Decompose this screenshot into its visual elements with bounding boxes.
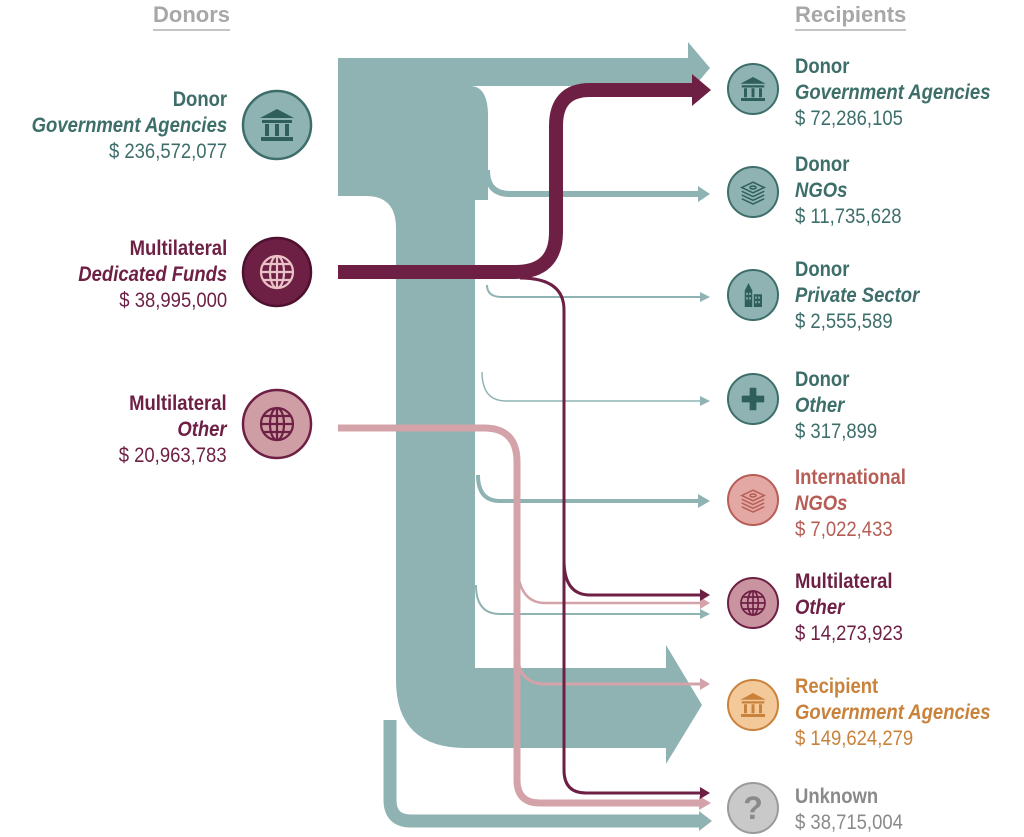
arrow-to-multilateral-other-plum <box>700 589 710 601</box>
arrow-to-donor-ngos <box>698 186 710 202</box>
donor-funds-line2: Dedicated Funds <box>78 263 227 286</box>
recipient-ml-other-line2: Other <box>795 596 845 619</box>
recipient-gov-amount: $ 149,624,279 <box>795 727 914 750</box>
recipient-ml-other-label: Multilateral Other $ 14,273,923 <box>795 569 903 647</box>
arrow-to-multilateral-other-rose <box>700 597 710 609</box>
donor-gov-amount: $ 236,572,077 <box>108 140 227 163</box>
recipient-donor-gov-line1: Donor <box>795 55 850 78</box>
recipient-gov-node <box>727 679 779 731</box>
flow-ml-other-to-multilateral-other <box>515 559 702 605</box>
recipients-column-header: Recipients <box>795 2 907 31</box>
recipient-donor-other-label: Donor Other $ 317,899 <box>795 367 877 445</box>
donor-gov-line2: Government Agencies <box>31 114 227 137</box>
recipient-intl-ngos-line2: NGOs <box>795 492 848 515</box>
recipient-ml-other-node <box>727 577 779 629</box>
globe-icon <box>259 406 295 442</box>
flow-donor-gov-to-multilateral-other <box>475 584 702 615</box>
arrow-to-donor-gov-plum <box>692 74 711 106</box>
recipient-unknown-node: ? <box>727 782 779 834</box>
donor-funds-line1: Multilateral <box>129 237 227 260</box>
recipient-unknown-amount: $ 38,715,004 <box>795 811 903 834</box>
arrow-to-unknown-rose <box>699 796 711 810</box>
recipient-intl-ngos-line1: International <box>795 466 906 489</box>
recipient-donor-gov-line2: Government Agencies <box>795 81 991 104</box>
money-stack-icon <box>741 489 765 513</box>
recipient-gov-label: Recipient Government Agencies $ 149,624,… <box>795 674 990 752</box>
arrow-to-intl-ngos <box>698 494 710 508</box>
recipient-intl-ngos-label: International NGOs $ 7,022,433 <box>795 465 906 543</box>
flow-donor-gov-trunk <box>338 42 710 764</box>
donor-ml-other-label: Multilateral Other $ 20,963,783 <box>119 391 227 469</box>
donor-gov-node <box>241 89 313 161</box>
recipient-donor-other-line1: Donor <box>795 368 850 391</box>
arrow-to-donor-other <box>700 396 710 406</box>
flow-ml-funds-to-multilateral-other <box>562 559 702 597</box>
recipient-unknown-line1: Unknown <box>795 785 879 808</box>
flow-ml-funds-to-donor-gov <box>338 83 694 279</box>
recipient-private-line2: Private Sector <box>795 284 920 307</box>
donor-funds-amount: $ 38,995,000 <box>119 289 227 312</box>
donor-gov-label: Donor Government Agencies $ 236,572,077 <box>32 87 227 165</box>
flow-donor-gov-to-private <box>486 284 702 298</box>
recipient-private-label: Donor Private Sector $ 2,555,589 <box>795 257 919 335</box>
recipient-gov-line2: Government Agencies <box>795 701 991 724</box>
recipient-gov-line1: Recipient <box>795 675 879 698</box>
donor-gov-line1: Donor <box>172 88 227 111</box>
donor-ml-other-amount: $ 20,963,783 <box>119 444 227 467</box>
recipient-donor-other-line2: Other <box>795 394 845 417</box>
flow-donor-gov-to-donor-ngos <box>484 169 700 197</box>
arrow-to-recipient-gov-rose <box>700 678 710 690</box>
recipient-donor-other-node <box>727 373 779 425</box>
donors-column-header: Donors <box>153 2 230 31</box>
recipient-private-node <box>727 269 779 321</box>
flow-donor-gov-to-unknown <box>383 720 700 828</box>
donor-ml-other-line1: Multilateral <box>129 392 227 415</box>
recipient-ml-other-amount: $ 14,273,923 <box>795 622 903 645</box>
recipient-donor-ngos-label: Donor NGOs $ 11,735,628 <box>795 152 902 230</box>
recipient-private-amount: $ 2,555,589 <box>795 310 893 333</box>
flow-ml-other-main <box>338 424 702 807</box>
recipient-private-line1: Donor <box>795 258 850 281</box>
recipient-donor-gov-node <box>727 63 779 115</box>
recipient-intl-ngos-amount: $ 7,022,433 <box>795 518 893 541</box>
flow-ml-funds-down <box>519 276 702 795</box>
money-stack-icon <box>741 181 765 205</box>
flow-donor-gov-to-intl-ngos <box>476 474 700 503</box>
donor-funds-label: Multilateral Dedicated Funds $ 38,995,00… <box>78 236 227 314</box>
recipient-donor-ngos-node <box>727 166 779 218</box>
arrow-to-private <box>700 292 710 302</box>
donor-ml-other-node <box>241 388 313 460</box>
recipient-donor-gov-label: Donor Government Agencies $ 72,286,105 <box>795 54 990 132</box>
arrow-to-unknown-teal <box>699 811 712 831</box>
arrow-to-unknown-plum <box>700 787 710 799</box>
donor-funds-node <box>241 236 313 308</box>
donor-ml-other-line2: Other <box>177 418 227 441</box>
recipient-donor-ngos-amount: $ 11,735,628 <box>795 205 902 228</box>
arrow-to-multilateral-other-teal <box>700 609 710 619</box>
flow-donor-gov-to-other <box>481 371 702 402</box>
recipient-donor-other-amount: $ 317,899 <box>795 420 878 443</box>
flow-ml-other-to-recipient-gov <box>515 649 702 686</box>
recipient-unknown-label: Unknown $ 38,715,004 <box>795 784 903 836</box>
globe-icon <box>259 254 295 290</box>
recipient-intl-ngos-node <box>727 474 779 526</box>
recipient-donor-ngos-line1: Donor <box>795 153 850 176</box>
recipient-donor-ngos-line2: NGOs <box>795 179 848 202</box>
question-icon: ? <box>743 790 763 826</box>
recipient-ml-other-line1: Multilateral <box>795 570 893 593</box>
globe-icon <box>740 590 766 616</box>
recipient-donor-gov-amount: $ 72,286,105 <box>795 107 903 130</box>
